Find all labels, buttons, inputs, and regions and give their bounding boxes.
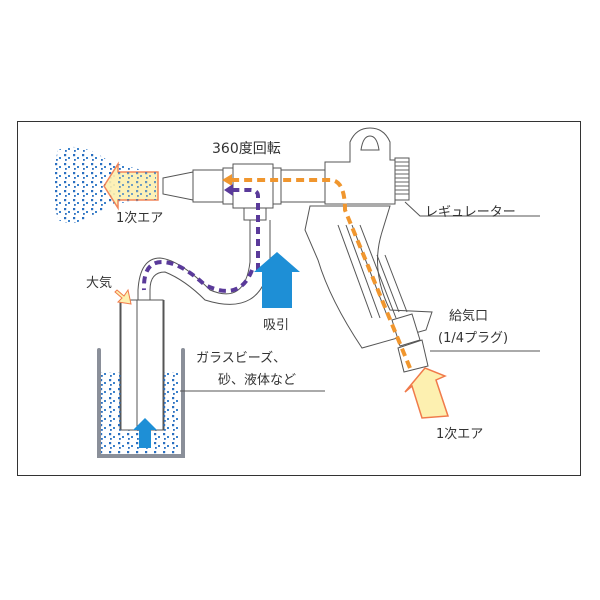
suction-flow-path [232, 188, 260, 270]
label-primary-air-out: 1次エア [116, 211, 164, 226]
primary-air-in-arrow-icon [404, 367, 450, 419]
label-primary-air-in: 1次エア [436, 427, 484, 442]
label-suction: 吸引 [263, 318, 290, 333]
leader-lines [180, 201, 540, 392]
label-inlet-1: 給気口 [449, 309, 489, 324]
label-material-2: 砂、液体など [218, 373, 297, 388]
spray-cloud [53, 146, 150, 223]
primary-air-out-arrow-icon [103, 161, 159, 211]
label-rotation: 360度回転 [212, 141, 281, 157]
label-regulator: レギュレーター [425, 205, 516, 220]
regulator-knob [394, 157, 410, 201]
atmosphere-arrow-icon [114, 288, 132, 305]
nozzle [162, 163, 326, 221]
label-inlet-2: (1/4プラグ) [438, 331, 509, 346]
suction-arrow-icon [254, 252, 300, 308]
label-atmosphere: 大気 [86, 276, 113, 291]
primary-air-flow-arrowhead-icon [222, 174, 232, 186]
air-gun-body [304, 127, 433, 373]
material-container [97, 299, 185, 458]
container-suction-arrow-icon [133, 418, 157, 448]
suction-flow-arrowhead-icon [224, 184, 233, 196]
primary-air-flow-path [230, 178, 412, 369]
label-material-1: ガラスビーズ、 [196, 351, 287, 366]
